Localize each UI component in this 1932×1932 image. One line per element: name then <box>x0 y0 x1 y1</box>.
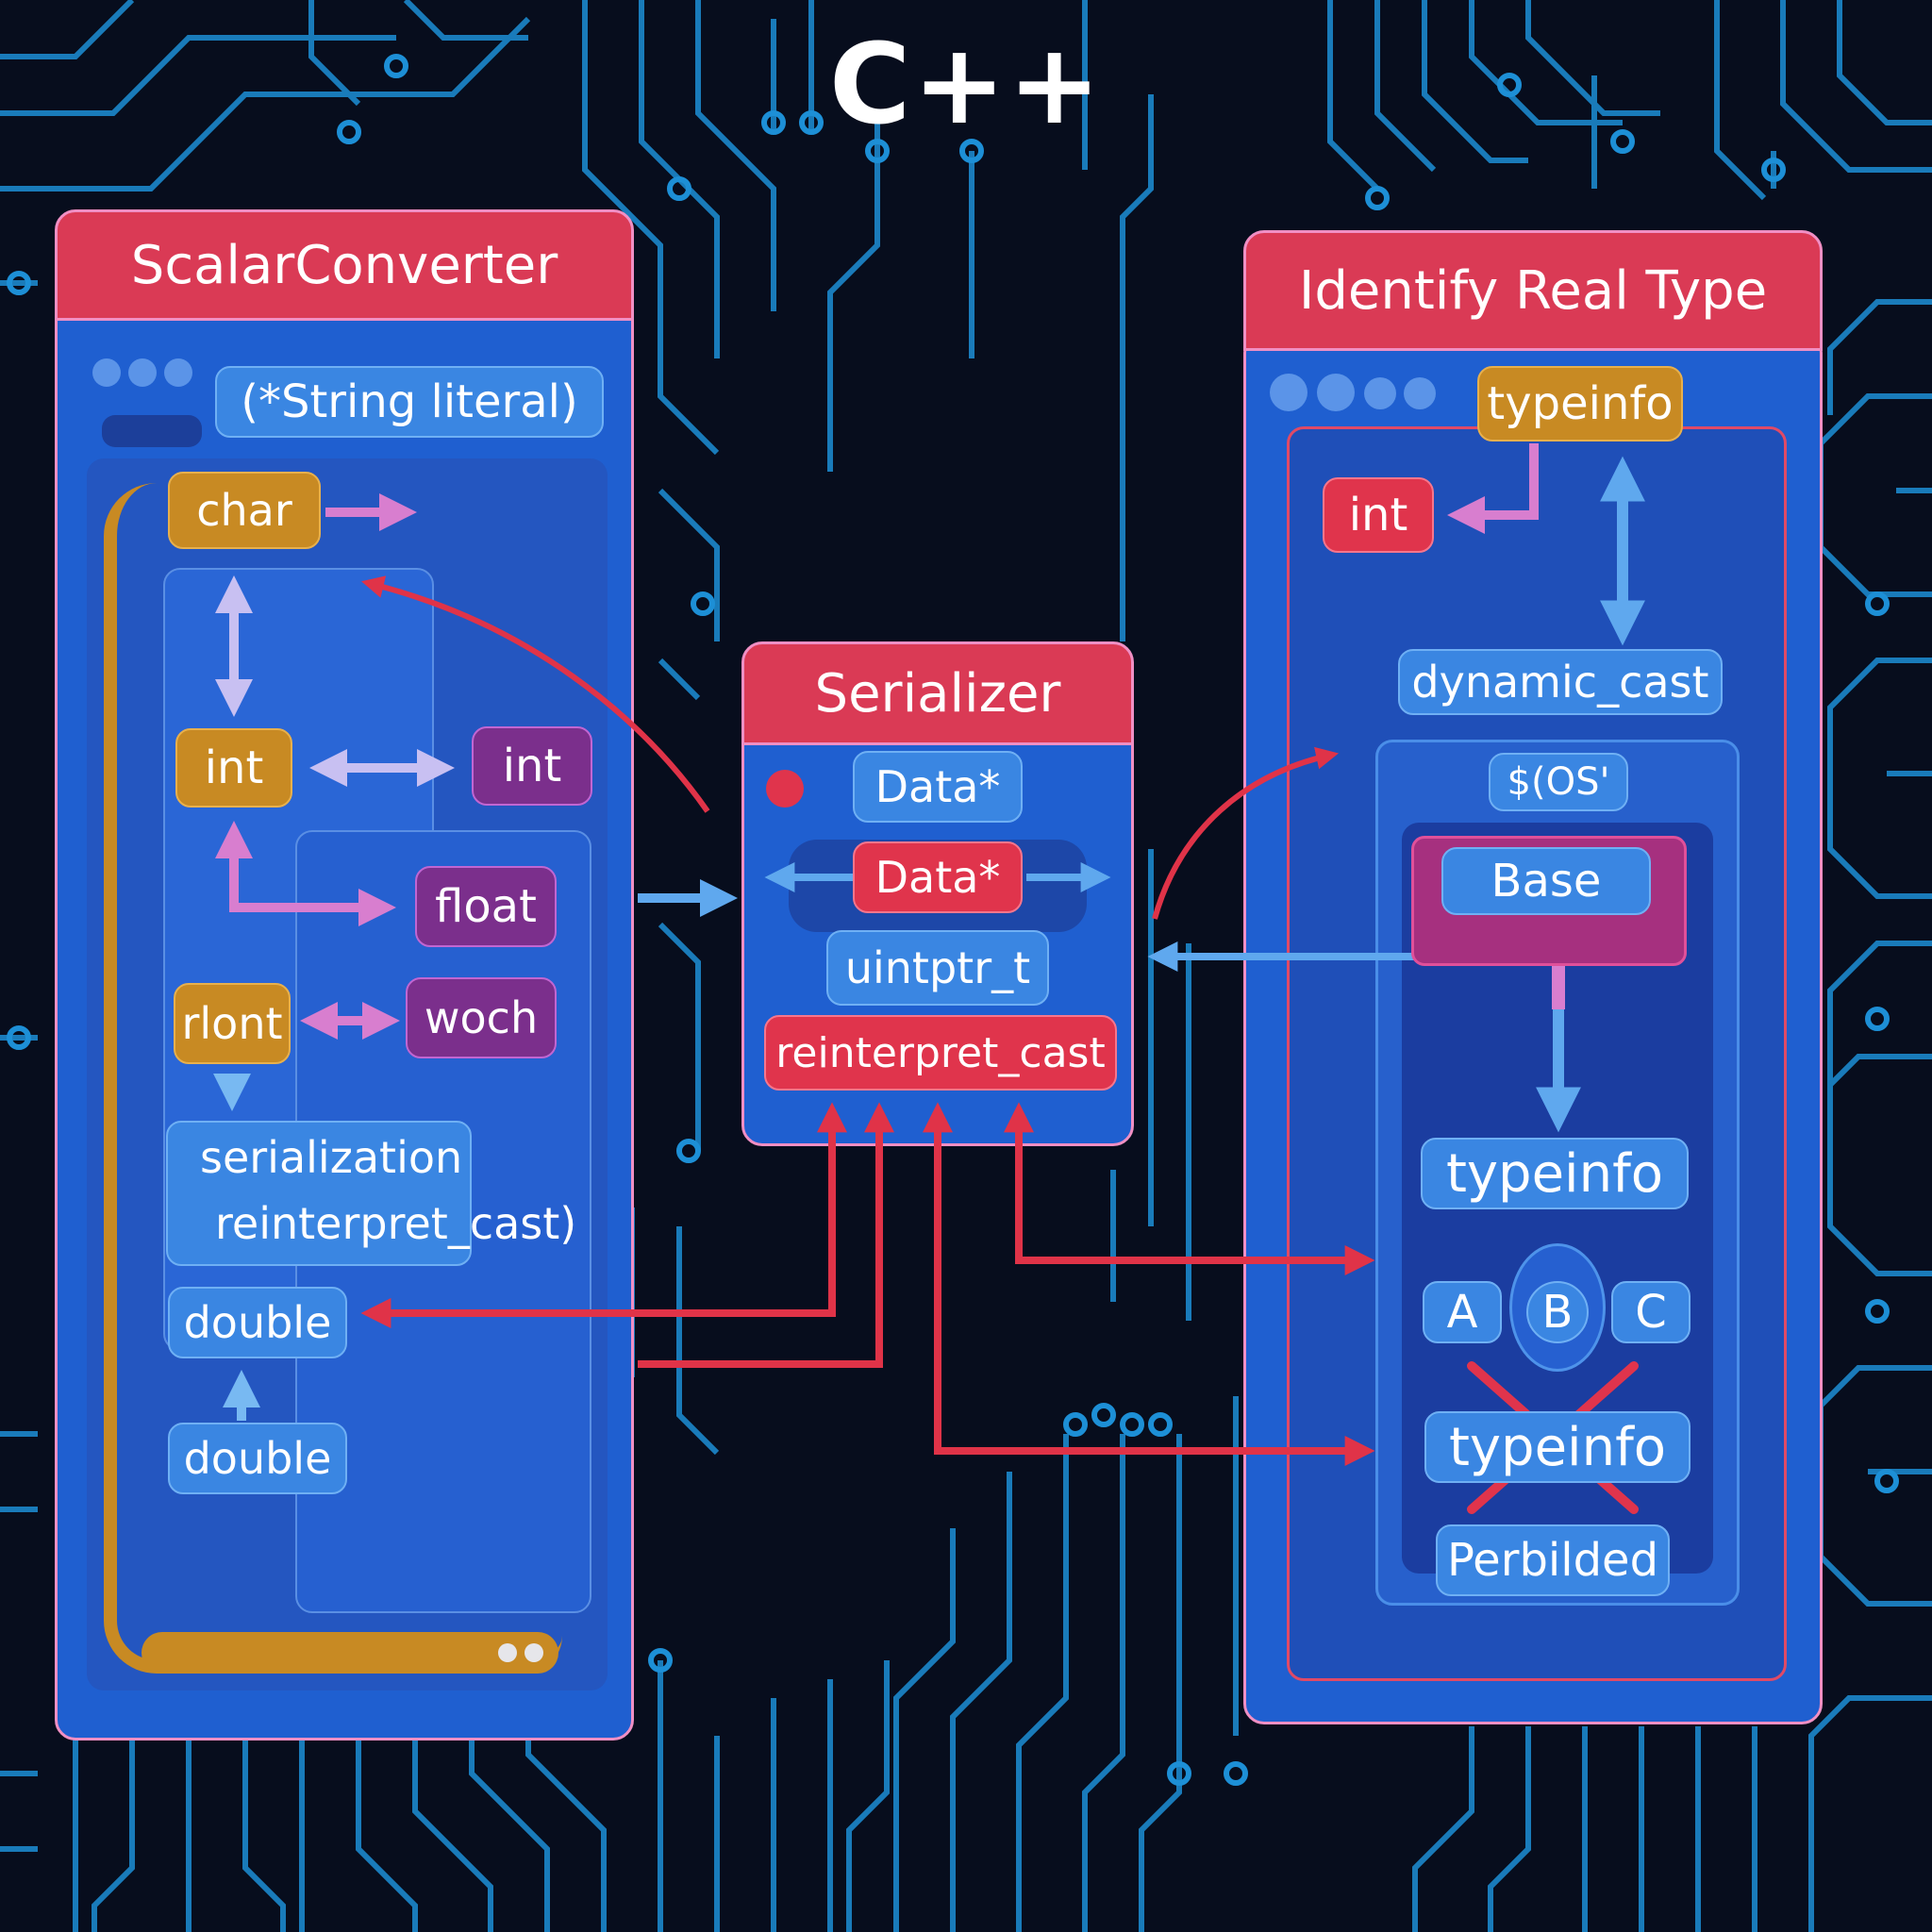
float-type-label: float <box>415 866 557 947</box>
scalar-flow-track-bottom <box>142 1632 558 1674</box>
int-type-label: int <box>175 728 292 808</box>
serializer-title: Serializer <box>814 662 1061 724</box>
serialization-label: serialization <box>200 1132 463 1183</box>
window-dot <box>1404 377 1436 409</box>
identify-real-type-header: Identify Real Type <box>1243 230 1823 351</box>
window-dot <box>1317 374 1355 411</box>
identify-real-type-title: Identify Real Type <box>1298 259 1768 322</box>
window-dot <box>525 1643 543 1662</box>
uintptr-label: uintptr_t <box>826 930 1049 1006</box>
scalar-flow-track <box>104 483 562 1674</box>
base-class-label: Base <box>1441 847 1651 915</box>
data-pointer-label: Data* <box>853 841 1023 913</box>
char-type-label: char <box>168 472 321 549</box>
window-dot <box>1270 374 1307 411</box>
rlont-type-label: rlont <box>174 983 291 1064</box>
window-dot <box>128 358 157 387</box>
window-dot <box>92 358 121 387</box>
serializer-header: Serializer <box>741 641 1134 745</box>
page-title: C++ <box>828 19 1104 149</box>
int-type-label: int <box>1323 477 1434 553</box>
window-dot <box>164 358 192 387</box>
string-literal-input[interactable]: (*String literal) <box>215 366 604 438</box>
double-type-label: double <box>168 1423 347 1494</box>
woch-type-label: woch <box>406 977 557 1058</box>
class-b-label: B <box>1526 1281 1589 1343</box>
reinterpret-cast-label: reinterpret_cast <box>764 1015 1117 1091</box>
serialization-cast-label: reinterpret_cast) <box>215 1198 577 1249</box>
typeinfo-label: typeinfo <box>1477 366 1683 441</box>
perbilded-label: Perbilded <box>1436 1524 1670 1596</box>
dynamic-cast-label: dynamic_cast <box>1398 649 1723 715</box>
typeinfo-crossed-label: typeinfo <box>1424 1411 1690 1483</box>
data-pointer-label: Data* <box>853 751 1023 823</box>
scalar-converter-title: ScalarConverter <box>130 234 558 296</box>
window-dot <box>498 1643 517 1662</box>
scalar-converter-header: ScalarConverter <box>55 209 634 321</box>
int-type-label: int <box>472 726 592 806</box>
class-a-label: A <box>1423 1281 1502 1343</box>
typeinfo-label: typeinfo <box>1421 1138 1689 1209</box>
double-type-label: double <box>168 1287 347 1358</box>
window-dot <box>1364 377 1396 409</box>
os-label: $(OS' <box>1489 753 1628 811</box>
status-dot <box>766 770 804 808</box>
class-c-label: C <box>1611 1281 1690 1343</box>
window-bar <box>102 415 202 447</box>
